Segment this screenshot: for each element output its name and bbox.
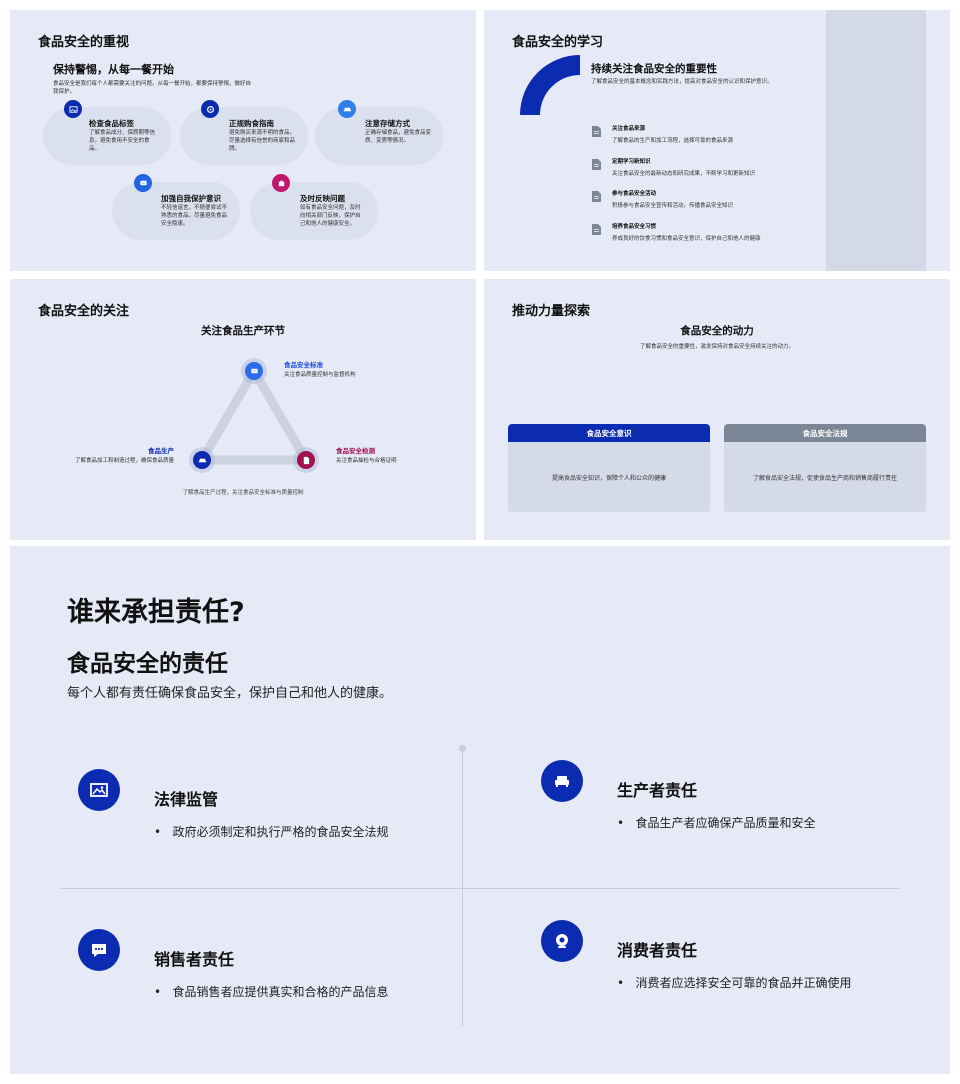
card-check-label (43, 107, 171, 165)
card-body: 提高食品安全知识，保障个人和公众的健康 (508, 442, 710, 512)
card-title: 及时反映问题 (300, 194, 345, 203)
slide-driving-force: 推动力量探索 食品安全的动力 了解食品安全的重要性，激发保持对食品安全持续关注的… (484, 279, 950, 540)
item-title: 定期学习新知识 (612, 159, 651, 165)
document-icon (592, 191, 601, 202)
card-purchase-guide (180, 107, 308, 165)
vertical-divider (462, 748, 463, 1026)
image-icon (78, 769, 120, 811)
slide-description: 每个人都有责任确保食品安全，保护自己和他人的健康。 (67, 686, 393, 701)
card-self-protection (112, 182, 240, 240)
card-report-issue (250, 182, 378, 240)
chat-icon (245, 362, 263, 380)
arc-decoration (520, 55, 580, 115)
item-title: 参与食品安全活动 (612, 191, 657, 197)
settings-icon (201, 100, 219, 118)
node-text: 关注食品抽检与合格证明 (336, 458, 397, 464)
slide-title: 食品安全的重视 (38, 35, 130, 50)
quadrant-text: • 食品生产者应确保产品质量和安全 (617, 816, 816, 830)
slide-title: 推动力量探索 (512, 304, 591, 319)
sofa-icon (541, 760, 583, 802)
slide-food-safety-attention: 食品安全的关注 关注食品生产环节 食品安全标准 关注食品质量控制与监督机构 食品… (10, 279, 476, 540)
slide-subtitle: 保持警惕，从每一餐开始 (53, 63, 174, 76)
card-title: 检查食品标签 (89, 119, 134, 128)
document-icon (592, 126, 601, 137)
image-icon (64, 100, 82, 118)
slide-title: 食品安全的学习 (512, 35, 604, 50)
webcam-icon (541, 920, 583, 962)
node-label: 食品安全检测 (336, 447, 375, 455)
card-text: 了解食品成分、保质期等信息，避免食用不安全的食品。 (89, 130, 156, 152)
chat-icon (134, 174, 152, 192)
slide-food-safety-learning: 食品安全的学习 持续关注食品安全的重要性 了解食品安全的基本概念和实践方法，提高… (484, 10, 950, 271)
chat-icon (78, 929, 120, 971)
quadrant-title: 销售者责任 (154, 950, 235, 969)
item-text: 关注食品安全的最新动态和研究成果，不断学习和更新知识 (612, 171, 756, 177)
card-title: 正规购食指南 (229, 119, 274, 128)
document-icon (592, 159, 601, 170)
quadrant-title: 生产者责任 (617, 781, 698, 800)
quadrant-text: • 消费者应选择安全可靠的食品并正确使用 (617, 976, 852, 990)
divider-dot (459, 745, 466, 752)
card-text: 不轻信谣言，不随便尝试不熟悉的食品，尽量避免食品安全隐患。 (161, 205, 228, 227)
puzzle-icon (272, 174, 290, 192)
node-label: 食品安全标准 (284, 361, 323, 369)
quadrant-text: • 政府必须制定和执行严格的食品安全法规 (154, 825, 389, 839)
slide-heading: 持续关注食品安全的重要性 (591, 63, 717, 75)
diagram-caption: 了解食品生产过程，关注食品安全标准与质量控制 (182, 490, 304, 496)
node-text: 关注食品质量控制与监督机构 (284, 372, 356, 378)
sofa-icon (193, 451, 211, 469)
node-label: 食品生产 (148, 447, 174, 455)
document-icon (592, 224, 601, 235)
horizontal-divider (60, 888, 900, 889)
quadrant-title: 法律监管 (154, 790, 219, 809)
item-text: 积极参与食品安全宣传和活动，传播食品安全知识 (612, 203, 734, 209)
quadrant-text: • 食品销售者应提供真实和合格的产品信息 (154, 985, 389, 999)
slide-heading: 关注食品生产环节 (201, 325, 285, 337)
card-text: 如有食品安全问题，及时向相关部门反映，保护自己和他人的健康安全。 (300, 205, 361, 227)
card-title: 注意存储方式 (365, 119, 410, 128)
slide-title: 食品安全的关注 (38, 304, 130, 319)
slide-description: 食品安全是我们每个人都需要关注的问题。从每一餐开始，都要保持警惕，做好自我保护。 (53, 81, 252, 95)
item-text: 了解食品的生产和加工流程，选择可靠的食品来源 (612, 138, 734, 144)
side-panel (826, 10, 926, 271)
card-header: 食品安全法规 (724, 424, 926, 442)
slide-responsibility: 谁来承担责任? 食品安全的责任 每个人都有责任确保食品安全，保护自己和他人的健康… (10, 546, 950, 1074)
sofa-icon (338, 100, 356, 118)
node-text: 了解食品加工和制造过程，确保食品质量 (74, 458, 174, 464)
document-icon (297, 451, 315, 469)
slide-title: 谁来承担责任? (67, 597, 245, 628)
slide-food-safety-importance: 食品安全的重视 保持警惕，从每一餐开始 食品安全是我们每个人都需要关注的问题。从… (10, 10, 476, 271)
card-text: 正确存储食品，避免食品变质、变质等情况。 (365, 130, 432, 144)
card-body: 了解食品安全法规，促使食品生产商和销售商履行责任 (724, 442, 926, 512)
item-title: 关注食品来源 (612, 126, 646, 132)
card-storage (315, 107, 443, 165)
card-header: 食品安全意识 (508, 424, 710, 442)
slide-description: 了解食品安全的重要性，激发保持对食品安全持续关注的动力。 (639, 344, 794, 350)
item-title: 培养食品安全习惯 (612, 224, 657, 230)
slide-heading: 食品安全的动力 (680, 325, 754, 337)
card-text: 避免购买来源不明的食品，尽量选择有信誉的商家和品牌。 (229, 130, 296, 152)
triangle-diagram (197, 366, 311, 465)
card-title: 加强自我保护意识 (161, 194, 221, 203)
quadrant-title: 消费者责任 (617, 941, 698, 960)
item-text: 养成良好的饮食习惯和食品安全意识，保护自己和他人的健康 (612, 236, 761, 242)
slide-subtitle: 食品安全的责任 (67, 651, 228, 677)
slide-description: 了解食品安全的基本概念和实践方法，提高对食品安全的认识和保护意识。 (591, 79, 773, 85)
